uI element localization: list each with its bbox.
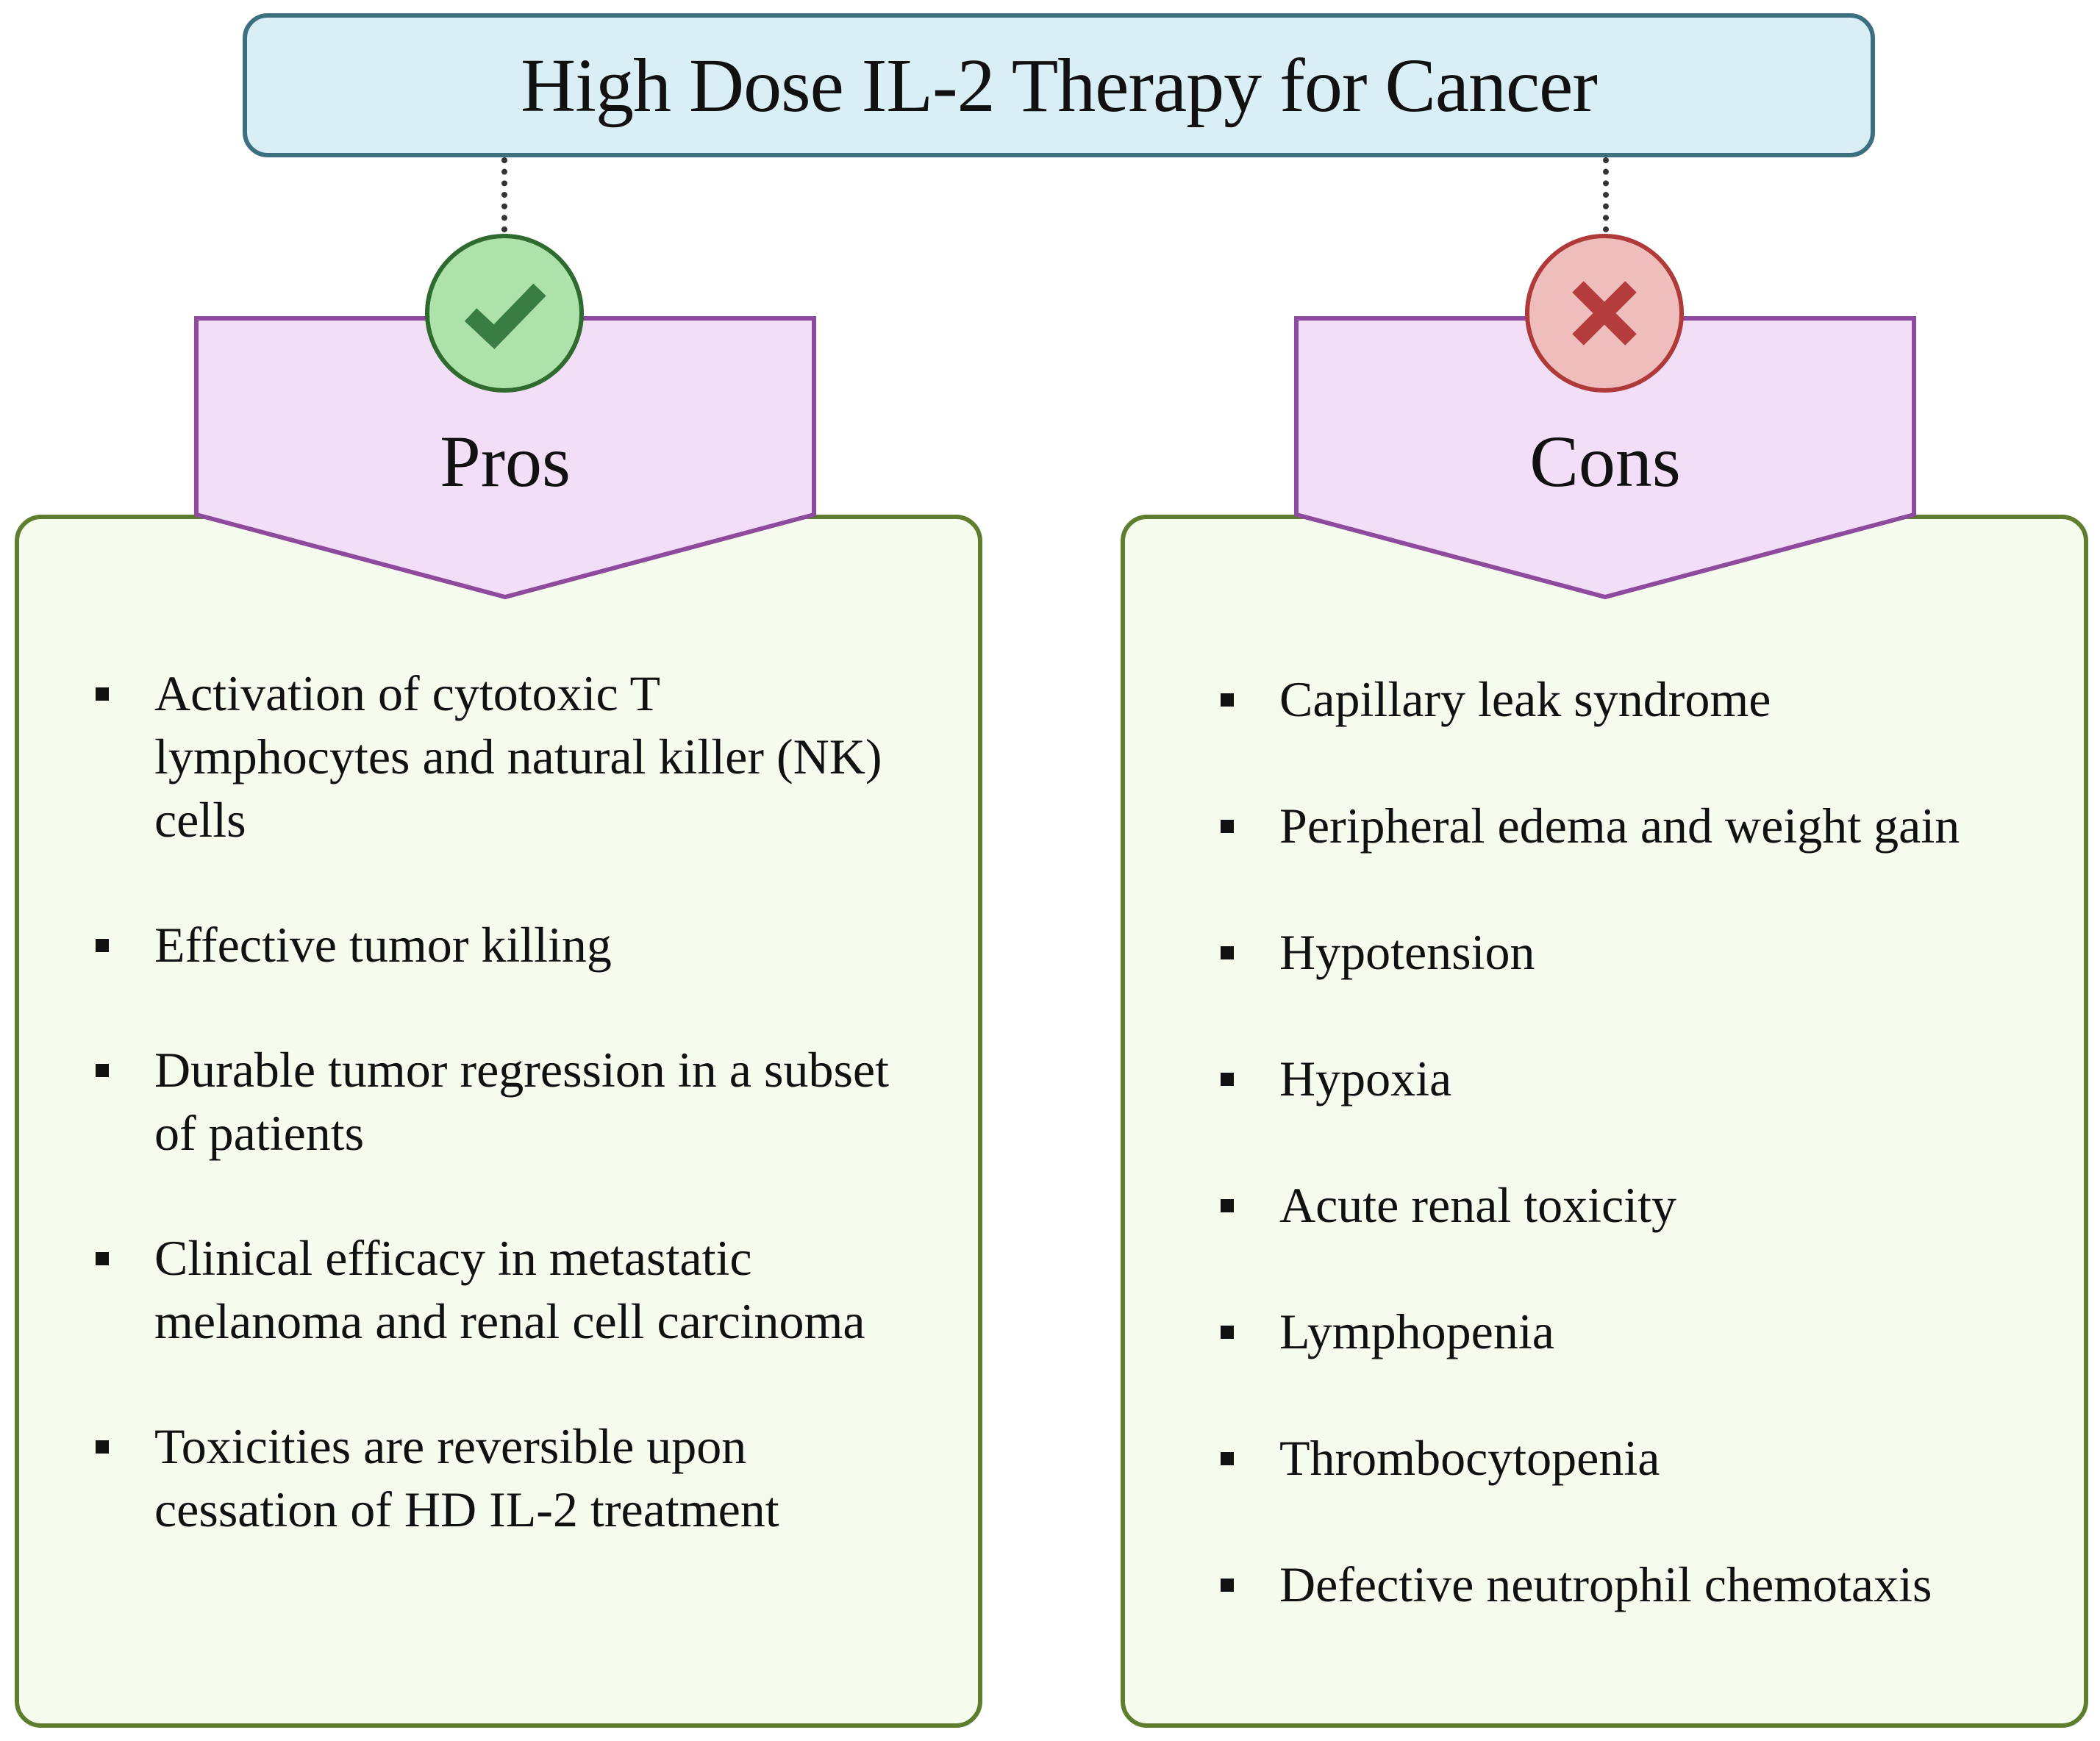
cons-item: Capillary leak syndrome	[1221, 668, 2074, 731]
diagram-title: High Dose IL-2 Therapy for Cancer	[521, 43, 1598, 128]
cons-item: Acute renal toxicity	[1221, 1173, 2074, 1237]
cons-item: Defective neutrophil chemotaxis	[1221, 1553, 2074, 1616]
cons-banner: Cons	[1294, 316, 1916, 600]
pros-banner-shape	[194, 316, 816, 600]
pros-badge	[425, 234, 584, 393]
cons-panel	[1121, 515, 2088, 1728]
cons-banner-shape	[1294, 316, 1916, 600]
pros-item: Durable tumor regression in a subset of …	[96, 1038, 926, 1165]
pros-connector-dotted-line	[501, 157, 507, 232]
cons-item: Hypotension	[1221, 920, 2074, 984]
pros-list: Activation of cytotoxic T lymphocytes an…	[96, 662, 926, 1541]
cons-item: Peripheral edema and weight gain	[1221, 794, 2074, 857]
pros-item: Clinical efficacy in metastatic melanoma…	[96, 1226, 926, 1353]
pros-panel	[15, 515, 982, 1728]
cons-connector-dotted-line	[1603, 157, 1609, 232]
cons-list: Capillary leak syndrome Peripheral edema…	[1221, 668, 2074, 1616]
pros-banner: Pros	[194, 316, 816, 600]
cross-icon	[1572, 281, 1637, 346]
check-icon	[464, 283, 546, 349]
pros-item: Toxicities are reversible upon cessation…	[96, 1415, 926, 1541]
pros-label: Pros	[440, 421, 571, 502]
cons-item: Thrombocytopenia	[1221, 1426, 2074, 1490]
title-box: High Dose IL-2 Therapy for Cancer	[243, 13, 1875, 157]
cons-item: Lymphopenia	[1221, 1300, 2074, 1363]
pros-item: Activation of cytotoxic T lymphocytes an…	[96, 662, 926, 851]
cons-badge	[1525, 234, 1684, 393]
cons-label: Cons	[1529, 421, 1681, 502]
pros-item: Effective tumor killing	[96, 913, 926, 976]
cons-item: Hypoxia	[1221, 1047, 2074, 1110]
